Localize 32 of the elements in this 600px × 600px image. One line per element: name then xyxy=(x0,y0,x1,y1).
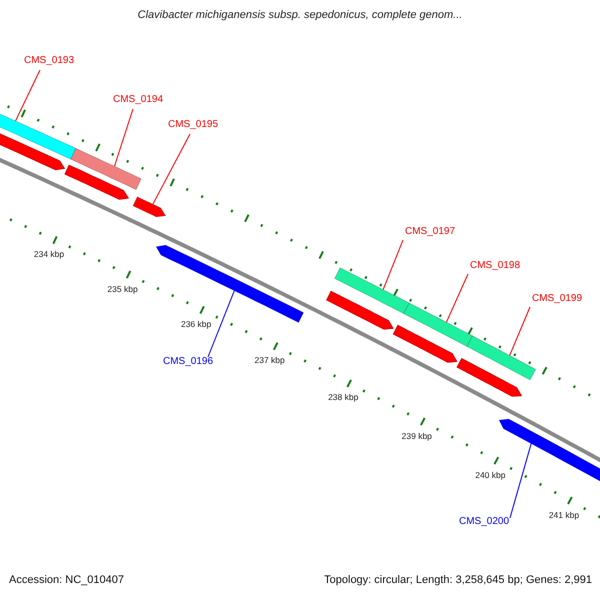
gene-label: CMS_0197 xyxy=(405,227,456,237)
gene-label: CMS_0196 xyxy=(163,357,214,367)
gene-bar xyxy=(70,148,142,190)
leader-line xyxy=(152,134,190,205)
leader-line xyxy=(382,240,404,290)
map-title: Clavibacter michiganensis subsp. sepedonicus, complete genom... xyxy=(138,10,462,21)
position-label: 234 kbp xyxy=(34,250,64,259)
gene-bar xyxy=(334,267,410,314)
accession-text: Accession: NC_010407 xyxy=(9,575,124,586)
genome-stats-text: Topology: circular; Length: 3,258,645 bp; Genes: 2,991 xyxy=(324,575,592,586)
gene-bar xyxy=(466,335,536,380)
gene-label: CMS_0193 xyxy=(24,56,74,66)
gene-feature xyxy=(132,196,166,218)
position-label: 240 kbp xyxy=(475,470,506,480)
gene-bar xyxy=(403,302,473,347)
leader-line xyxy=(15,70,40,122)
gene-label: CMS_0199 xyxy=(532,294,582,304)
gene-label: CMS_0200 xyxy=(459,517,510,527)
position-label: 241 kbp xyxy=(548,510,580,520)
gene-label: CMS_0194 xyxy=(113,95,164,105)
leader-line xyxy=(114,108,134,167)
position-label: 235 kbp xyxy=(107,284,138,294)
leader-line xyxy=(509,306,530,356)
leader-line xyxy=(208,290,235,358)
position-label: 236 kbp xyxy=(180,320,212,328)
position-label: 237 kbp xyxy=(254,356,285,365)
gene-label: CMS_0198 xyxy=(470,261,520,271)
leader-line xyxy=(510,443,532,518)
leader-line xyxy=(446,274,468,323)
position-label: 238 kbp xyxy=(328,393,358,402)
gene-label: CMS_0195 xyxy=(168,120,218,130)
position-label: 239 kbp xyxy=(402,432,432,440)
